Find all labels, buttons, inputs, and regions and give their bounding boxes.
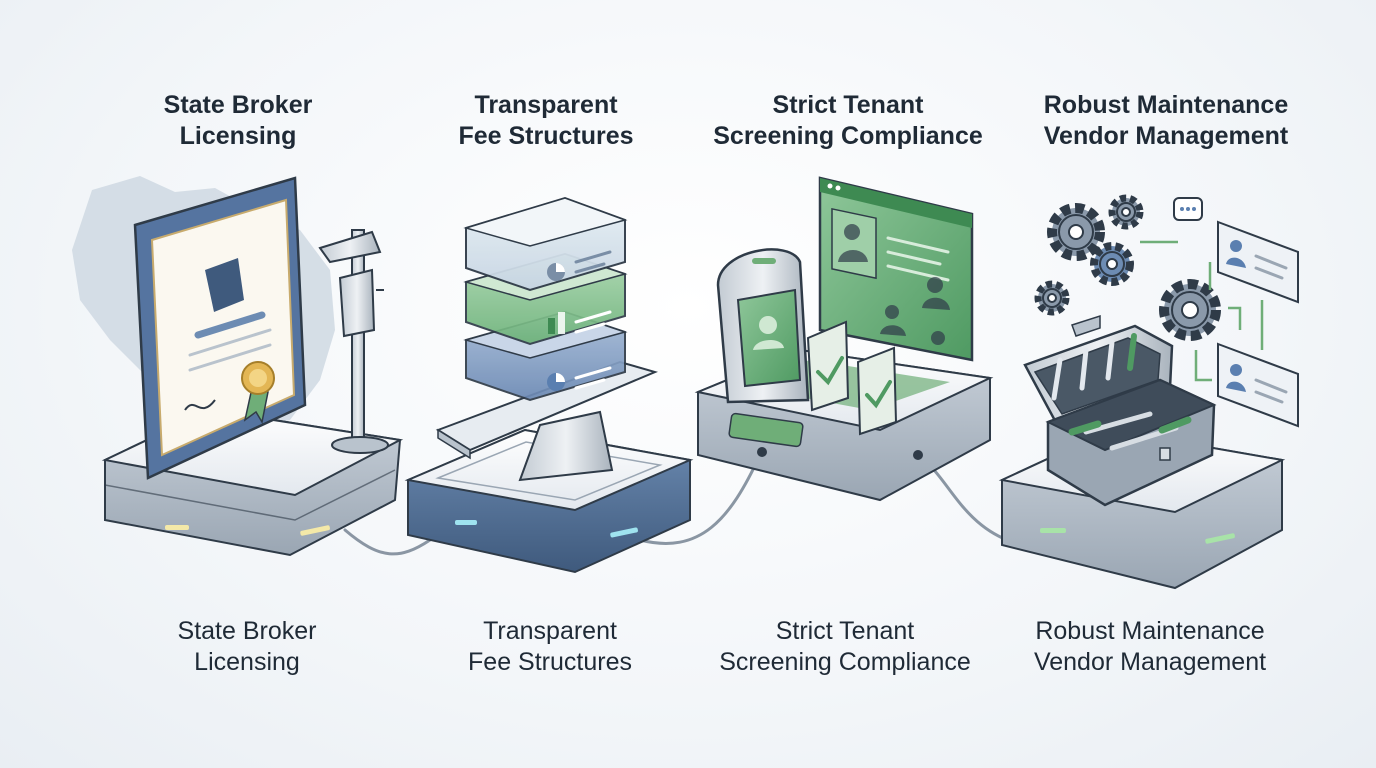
balance-platform-icon [435, 360, 659, 482]
caption-screening-line1: Strict Tenant [775, 617, 915, 645]
caption-fees: Transparent Fee Structures [390, 616, 710, 678]
title-maintenance-line1: Robust Maintenance [1043, 91, 1289, 119]
title-fees-line2: Fee Structures [458, 122, 634, 150]
caption-maintenance: Robust Maintenance Vendor Management [990, 616, 1310, 678]
title-licensing-line1: State Broker [163, 91, 313, 119]
pillar-fees-illustration [404, 196, 694, 574]
caption-screening: Strict Tenant Screening Compliance [685, 616, 1005, 678]
title-maintenance-line2: Vendor Management [1043, 122, 1289, 150]
caption-fees-line2: Fee Structures [468, 648, 632, 676]
scanner-icon [716, 248, 810, 404]
checkmark-card-icon [806, 320, 898, 436]
flow-arrows [1140, 240, 1264, 382]
title-screening-line1: Strict Tenant [772, 91, 924, 119]
caption-maintenance-line2: Vendor Management [1033, 648, 1267, 676]
stacked-layers-icon [463, 196, 628, 402]
title-licensing-line2: Licensing [179, 122, 297, 150]
caption-fees-line1: Transparent [483, 617, 617, 645]
caption-licensing-line2: Licensing [194, 648, 300, 676]
pillar-maintenance-illustration [998, 194, 1299, 590]
gear-icon [1034, 194, 1221, 341]
caption-maintenance-line1: Robust Maintenance [1035, 617, 1265, 645]
title-screening: Strict Tenant Screening Compliance [688, 90, 1008, 152]
caliper-icon [318, 229, 389, 454]
title-screening-line2: Screening Compliance [713, 122, 983, 150]
title-fees: Transparent Fee Structures [386, 90, 706, 152]
award-seal-icon [241, 361, 275, 425]
tenant-profile-icon [818, 176, 974, 362]
title-licensing: State Broker Licensing [78, 90, 398, 152]
caption-screening-line2: Screening Compliance [719, 648, 971, 676]
pillar-licensing-illustration [72, 176, 404, 557]
pie-chart-icon [547, 263, 565, 391]
title-maintenance: Robust Maintenance Vendor Management [1006, 90, 1326, 152]
caption-licensing-line1: State Broker [177, 617, 317, 645]
vendor-card-icon [1217, 220, 1299, 428]
toolbox-icon [1023, 314, 1217, 507]
bar-chart-icon [548, 312, 565, 334]
title-fees-line1: Transparent [474, 91, 618, 119]
pillar-screening-illustration [694, 176, 994, 502]
caption-licensing: State Broker Licensing [87, 616, 407, 678]
chat-bubble-icon [1173, 197, 1203, 221]
